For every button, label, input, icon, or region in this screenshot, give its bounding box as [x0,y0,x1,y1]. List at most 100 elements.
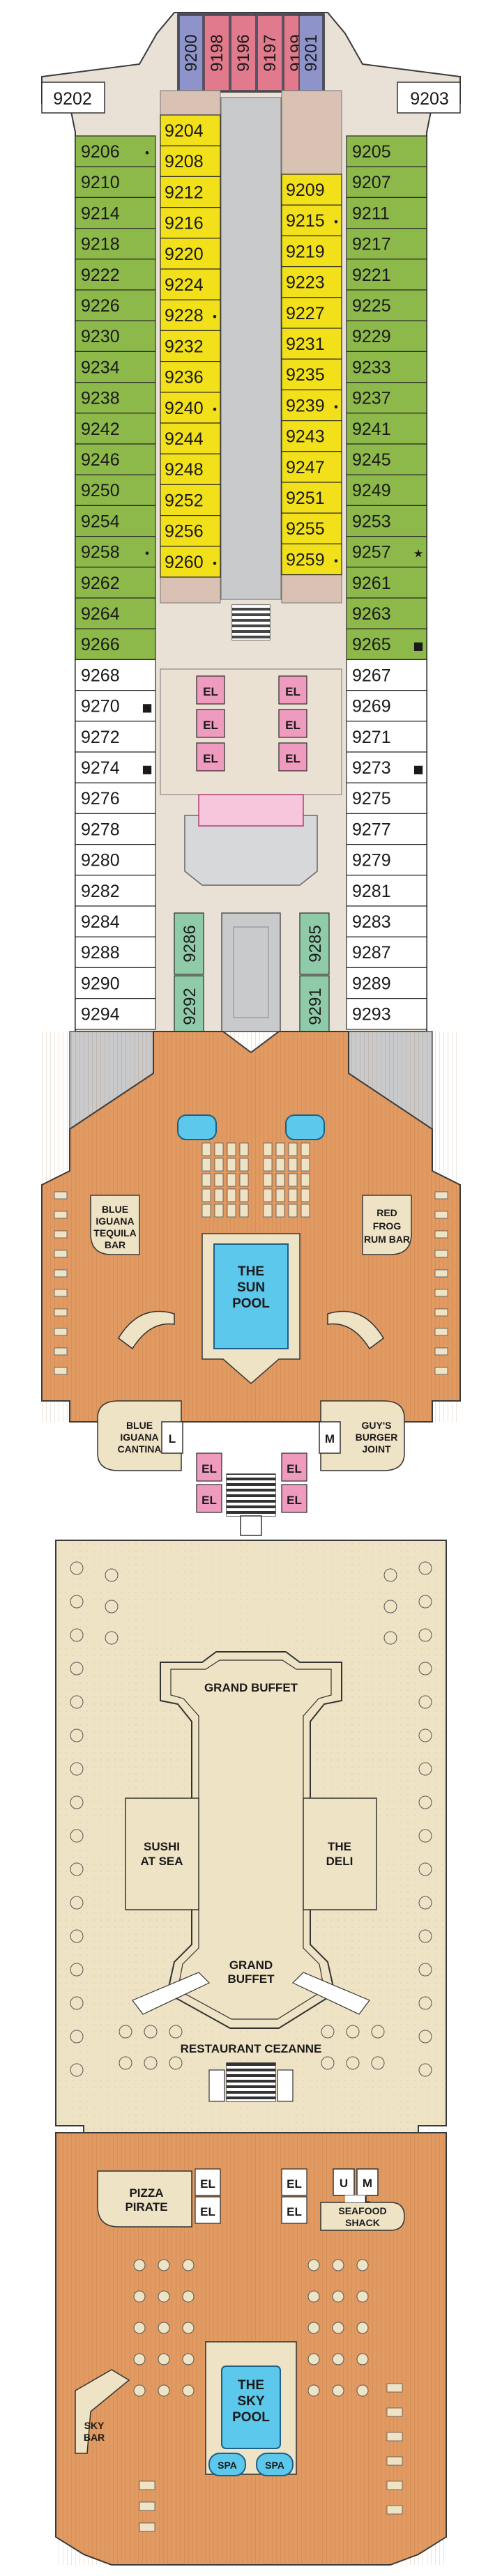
sky-bar[interactable] [75,2369,130,2454]
elevator-mid-0[interactable] [196,1452,222,1482]
elevator-mid-3[interactable] [281,1484,307,1513]
elevator-fwd-0-2[interactable] [196,742,225,772]
elevator-aft-0[interactable] [195,2168,221,2196]
sky-pool[interactable] [221,2366,281,2449]
bow-cabin-9200[interactable] [178,15,204,91]
cabin-9207[interactable] [346,166,427,198]
bow-cabin-9202[interactable]: 9202 [53,89,92,109]
blue-iguana-cantina[interactable] [97,1400,182,1471]
cabin-9248[interactable] [160,453,221,486]
cabin-9247[interactable] [281,451,342,483]
cabin-9273[interactable] [346,751,427,783]
elevator-mid-2[interactable] [281,1452,307,1482]
cabin-9233[interactable] [346,351,427,383]
cabin-9282[interactable] [75,875,156,907]
cabin-9243[interactable] [281,420,342,452]
cabin-9276[interactable] [75,782,156,814]
cabin-9293[interactable] [346,997,427,1030]
cabin-9291[interactable] [299,975,330,1038]
cabin-9208[interactable] [160,145,221,177]
red-frog-rum-bar[interactable] [362,1195,412,1255]
cabin-9224[interactable] [160,268,221,300]
cabin-9278[interactable] [75,813,156,845]
elevator-fwd-1-1[interactable] [278,709,307,738]
cabin-9231[interactable] [281,328,342,360]
cabin-9245[interactable] [346,443,427,475]
cabin-9268[interactable] [75,659,156,691]
cabin-9235[interactable] [281,358,342,391]
cabin-9266[interactable] [75,628,156,661]
pizza-pirate[interactable] [97,2170,192,2228]
cabin-9249[interactable] [346,474,427,507]
cabin-9214[interactable] [75,197,156,229]
seafood-shack[interactable] [320,2202,405,2231]
cabin-9238[interactable] [75,381,156,414]
cabin-9263[interactable] [346,597,427,629]
grand-buffet[interactable] [160,1651,342,2029]
elevator-fwd-0-0[interactable] [196,675,225,705]
cabin-9241[interactable] [346,413,427,445]
cabin-9232[interactable] [160,330,221,362]
cabin-9215[interactable] [281,204,342,237]
cabin-9261[interactable] [346,567,427,599]
cabin-9288[interactable] [75,936,156,968]
cabin-9253[interactable] [346,505,427,537]
cabin-9255[interactable] [281,512,342,545]
cabin-9275[interactable] [346,782,427,814]
restroom-l-fwd[interactable] [161,1421,183,1454]
spa-right[interactable] [256,2453,294,2476]
cabin-9223[interactable] [281,266,342,298]
cabin-9211[interactable] [346,197,427,229]
cabin-9264[interactable] [75,597,156,629]
cabin-9236[interactable] [160,360,221,393]
the-deli[interactable] [303,1797,377,1910]
cabin-9270[interactable] [75,689,156,722]
cabin-9240[interactable] [160,392,221,424]
bow-cabin-9201[interactable] [298,15,324,91]
cabin-9225[interactable] [346,289,427,321]
bow-cabin-9203[interactable]: 9203 [410,89,449,109]
cabin-9230[interactable] [75,320,156,353]
cabin-9242[interactable] [75,413,156,445]
cabin-9209[interactable] [281,174,342,206]
bow-cabin-9196[interactable] [230,15,257,91]
cabin-9259[interactable] [281,543,342,576]
cabin-9286[interactable] [174,912,204,975]
cabin-9285[interactable] [299,912,330,975]
restroom-m-fwd[interactable] [319,1421,341,1454]
elevator-mid-1[interactable] [196,1484,222,1513]
cabin-9265[interactable] [346,628,427,661]
guys-burger-joint[interactable] [320,1400,405,1471]
cabin-9294[interactable] [75,997,156,1030]
cabin-9254[interactable] [75,505,156,537]
blue-iguana-tequila-bar[interactable] [90,1195,140,1255]
cabin-9246[interactable] [75,443,156,475]
bow-cabin-9197[interactable] [257,15,283,91]
cabin-9244[interactable] [160,422,221,454]
cabin-9257[interactable] [346,535,427,568]
elevator-fwd-1-2[interactable] [278,742,307,772]
cabin-9206[interactable] [75,135,156,167]
sushi-at-sea[interactable] [125,1797,199,1910]
cabin-9222[interactable] [75,259,156,291]
cabin-9234[interactable] [75,351,156,383]
cabin-9269[interactable] [346,689,427,722]
elevator-aft-1[interactable] [195,2196,221,2224]
restroom-l-aft[interactable] [345,2195,366,2202]
cabin-9272[interactable] [75,721,156,753]
cabin-9212[interactable] [160,176,221,208]
cabin-9277[interactable] [346,813,427,845]
cabin-9260[interactable] [160,546,221,578]
elevator-fwd-0-1[interactable] [196,709,225,738]
sun-pool[interactable] [213,1243,289,1349]
cabin-9218[interactable] [75,228,156,260]
cabin-9284[interactable] [75,905,156,937]
elevator-aft-2[interactable] [281,2168,307,2196]
restroom-m-aft[interactable] [356,2168,379,2196]
cabin-9228[interactable] [160,299,221,332]
cabin-9258[interactable] [75,535,156,568]
cabin-9251[interactable] [281,482,342,514]
cabin-9227[interactable] [281,297,342,329]
cabin-9210[interactable] [75,166,156,198]
cabin-9237[interactable] [346,381,427,414]
